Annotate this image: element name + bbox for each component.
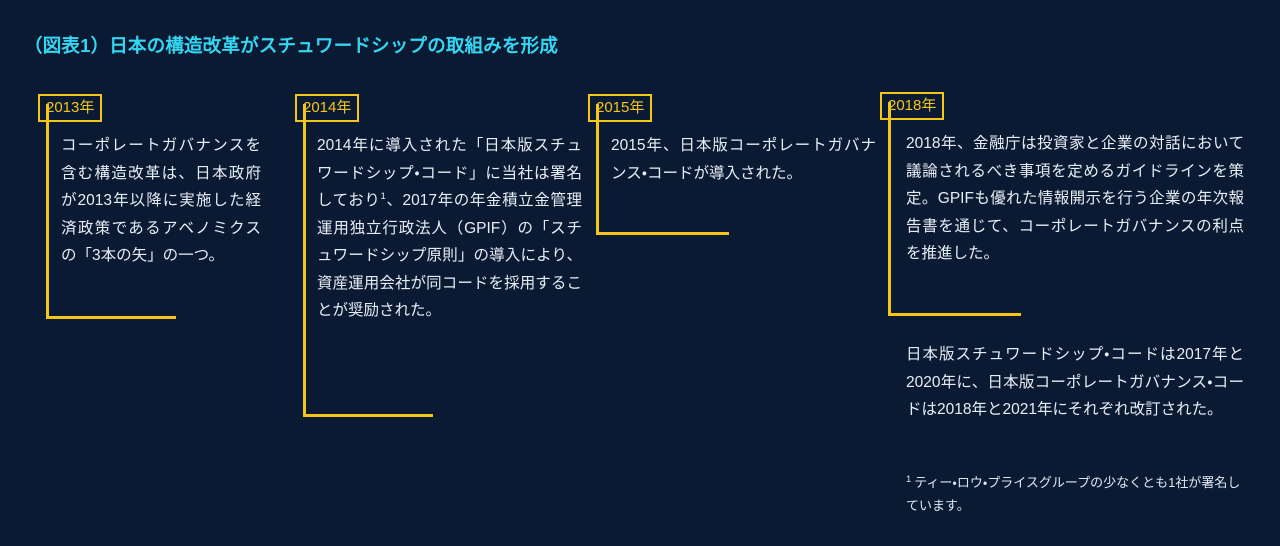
timeline-body-2014: 2014年に導入された「日本版スチュワードシップ・コード」に当社は署名しており1… <box>317 132 582 325</box>
footnote-marker: 1 <box>906 473 912 484</box>
connector-bracket-2015 <box>596 104 729 235</box>
year-badge-2013[interactable]: 2013年 <box>38 94 103 122</box>
footnote-marker-inline: 1 <box>380 190 386 202</box>
timeline-body-2014-part1: 2014年に導入された「日本版スチュワードシップ・コード」に当社は署名しており <box>317 137 582 209</box>
timeline-body-2015: 2015年、日本版コーポレートガバナンス・コードが導入された。 <box>611 137 876 182</box>
year-badge-2018[interactable]: 2018年 <box>880 92 945 120</box>
supplementary-note: 日本版スチュワードシップ・コードは2017年と2020年に、日本版コーポレートガ… <box>906 346 1244 418</box>
timeline-body-2018: 2018年、金融庁は投資家と企業の対話において議論されるべき事項を定めるガイドラ… <box>906 135 1244 262</box>
timeline-body-2013: コーポレートガバナンスを含む構造改革は、日本政府が2013年以降に実施した経済政… <box>61 137 261 264</box>
footnote-text: ティー・ロウ・プライスグループの少なくとも1社が署名しています。 <box>906 475 1241 513</box>
timeline-body-2014-part2: 、2017年の年金積立金管理運用独立行政法人（GPIF）の「スチュワードシップ原… <box>317 192 582 319</box>
connector-bracket-2014 <box>303 104 433 417</box>
page-title: （図表1）日本の構造改革がスチュワードシップの取組みを形成 <box>24 35 559 56</box>
connector-bracket-2013 <box>46 104 176 319</box>
year-badge-2014[interactable]: 2014年 <box>295 94 360 122</box>
year-badge-2015[interactable]: 2015年 <box>588 94 653 122</box>
connector-bracket-2018 <box>888 102 1021 316</box>
